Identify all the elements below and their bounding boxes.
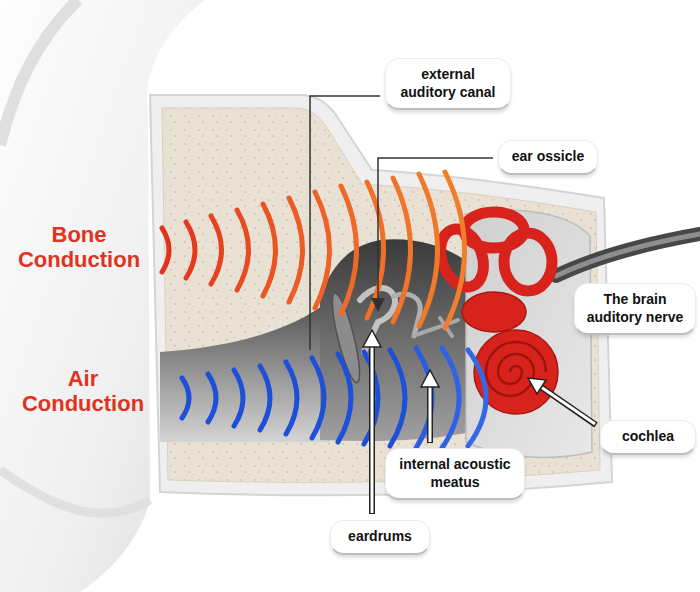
- callout-label: The brain auditory nerve: [574, 283, 696, 335]
- callout-label: cochlea: [600, 420, 696, 455]
- pointer-arrow: [528, 378, 596, 425]
- leader-arrowhead: [371, 298, 385, 312]
- callout-text: internal acoustic meatus: [394, 456, 516, 491]
- skull-shell: [150, 95, 612, 495]
- auditory-nerve: [556, 234, 700, 276]
- leader-line: [378, 158, 493, 298]
- leader-line: [310, 96, 380, 350]
- callout-text: external auditory canal: [394, 66, 502, 101]
- callout-label: eardrums: [330, 520, 430, 555]
- inner-ear: [433, 212, 552, 293]
- air-conduction-waves: [182, 348, 486, 448]
- vestibule: [462, 292, 526, 332]
- bone-conduction-waves: [162, 172, 465, 328]
- helix-shade: [0, 0, 78, 145]
- callout-text: The brain auditory nerve: [583, 291, 687, 326]
- cochlea-spiral: [486, 342, 546, 396]
- callout-label: internal acoustic meatus: [385, 448, 525, 500]
- ear-canal: [160, 300, 330, 442]
- auditory-nerve-core: [556, 234, 700, 276]
- callout-text: cochlea: [609, 428, 687, 446]
- callout-text: ear ossicle: [507, 148, 589, 166]
- conduction-label: Bone Conduction: [4, 222, 154, 273]
- conduction-label: Air Conduction: [8, 366, 158, 417]
- pointer-arrow: [421, 370, 439, 443]
- lobe-shade: [0, 470, 150, 513]
- callout-text: eardrums: [339, 528, 421, 546]
- pointer-arrow: [363, 330, 381, 514]
- callout-label: external auditory canal: [385, 58, 511, 110]
- callout-label: ear ossicle: [498, 140, 598, 175]
